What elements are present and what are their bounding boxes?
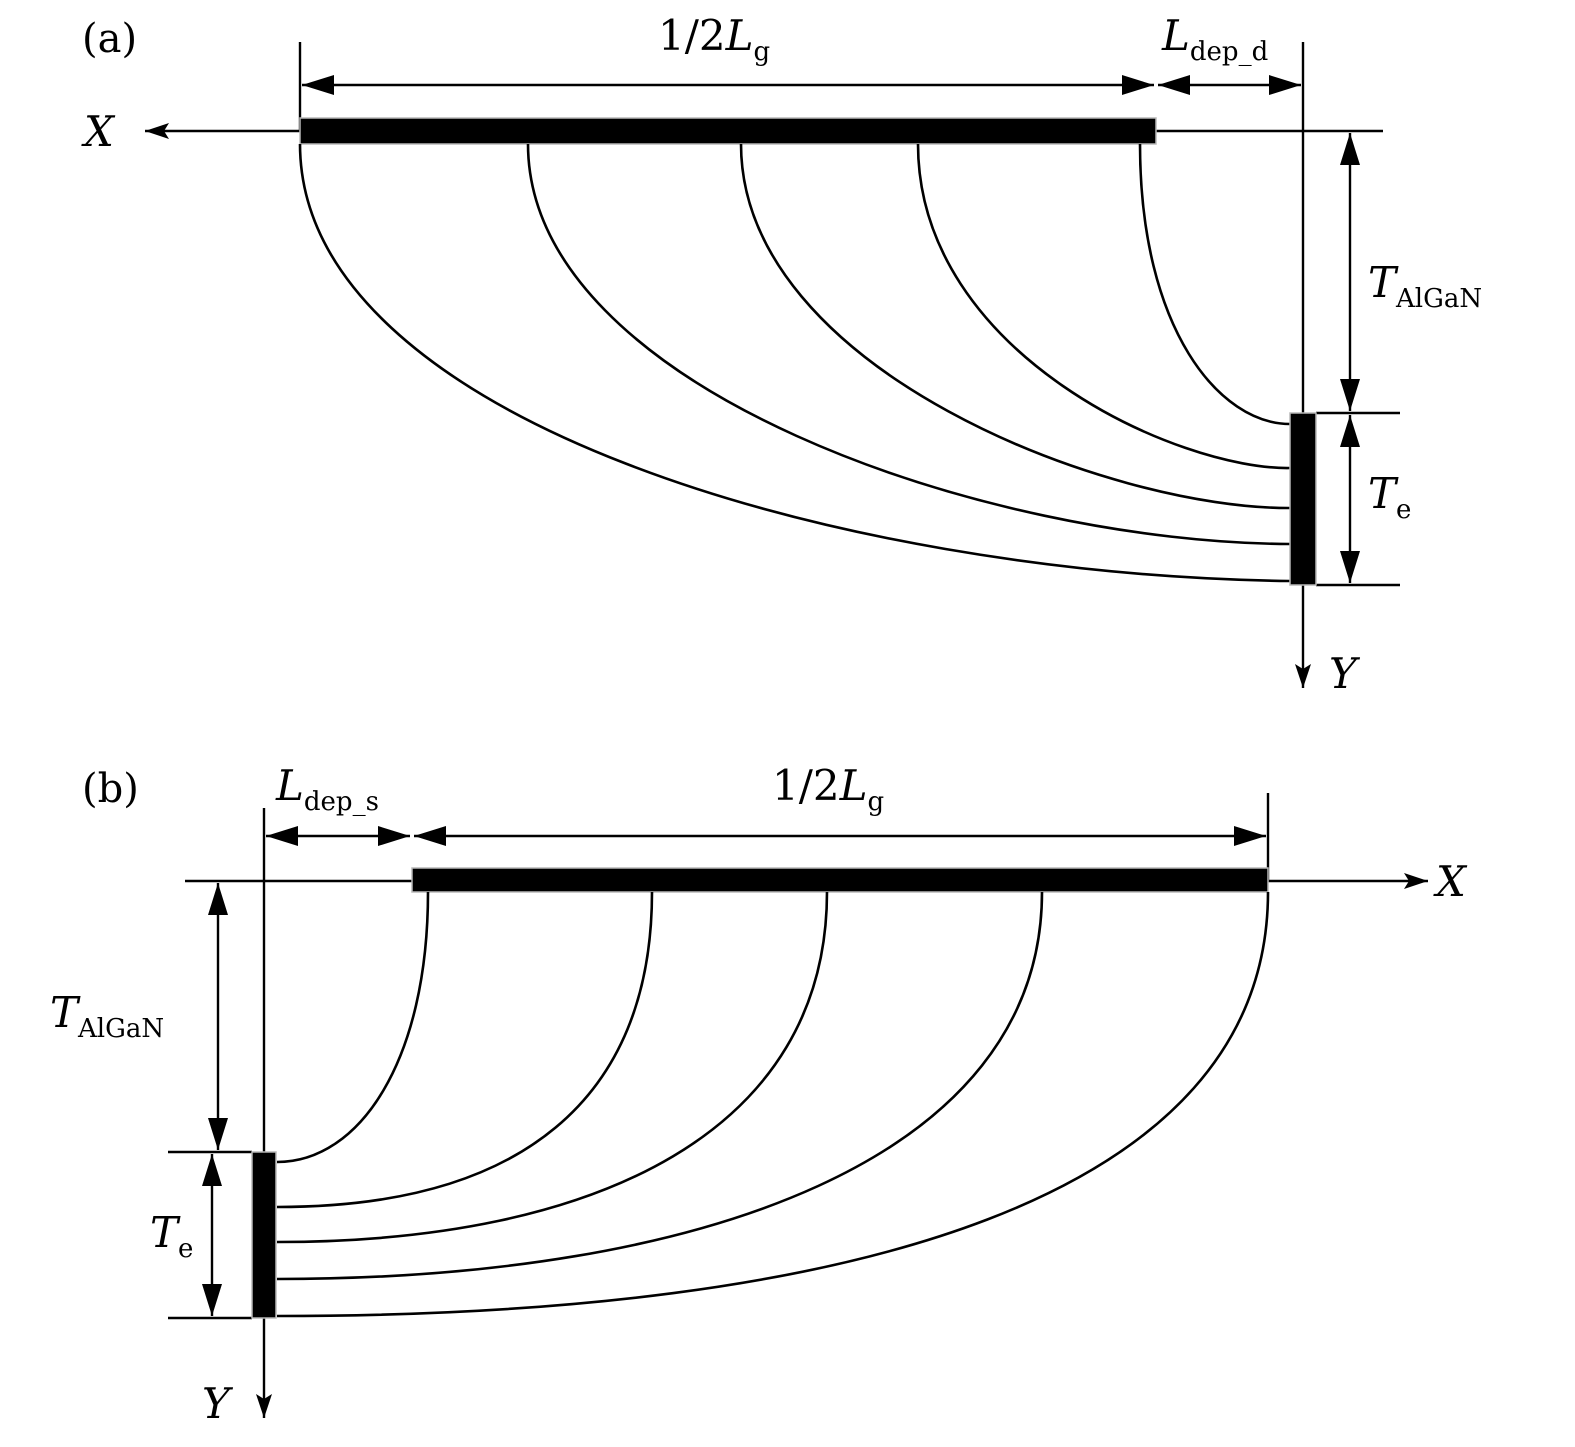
panel-a-x-axis-label: X — [81, 107, 116, 156]
panel-a-y-axis-label: Y — [1329, 649, 1361, 698]
panel-b-field-line — [276, 891, 1044, 1281]
panel-a-field-line — [298, 143, 1291, 583]
panel-b-gate-length-label: 1/2Lg — [772, 761, 884, 817]
panel-b-field-line — [276, 891, 829, 1244]
panel-b-gate-electrode — [411, 867, 1269, 893]
panel-a-field-line — [916, 143, 1291, 470]
panel-a-depletion-label: Ldep_d — [1161, 11, 1268, 67]
panel-b: (b) X Y Ldep_s 1/2Lg TAlGaN — [50, 761, 1468, 1428]
panel-a-field-line — [526, 143, 1291, 546]
panel-a-barrier-label: TAlGaN — [1368, 258, 1482, 314]
panel-b-channel-label: Te — [150, 1208, 193, 1264]
panel-b-label: (b) — [82, 766, 139, 812]
panel-a-side-electrode — [1289, 412, 1317, 586]
panel-a-label: (a) — [82, 16, 137, 62]
panel-a-gate-electrode — [299, 117, 1157, 145]
panel-b-field-line — [276, 891, 1270, 1318]
panel-a-field-line — [739, 143, 1291, 510]
panel-b-x-axis-label: X — [1433, 857, 1468, 906]
panel-b-field-line — [276, 891, 654, 1209]
panel-a: (a) X Y 1/2Lg Ldep_d TAlGaN — [81, 11, 1482, 698]
panel-b-y-axis-label: Y — [202, 1379, 234, 1428]
panel-a-gate-length-label: 1/2Lg — [658, 11, 770, 67]
panel-a-field-line — [1138, 143, 1291, 426]
panel-b-field-line — [276, 891, 430, 1164]
panel-b-barrier-label: TAlGaN — [50, 988, 164, 1044]
panel-b-side-electrode — [251, 1151, 277, 1319]
panel-b-depletion-label: Ldep_s — [275, 761, 379, 817]
panel-a-channel-label: Te — [1368, 469, 1411, 525]
